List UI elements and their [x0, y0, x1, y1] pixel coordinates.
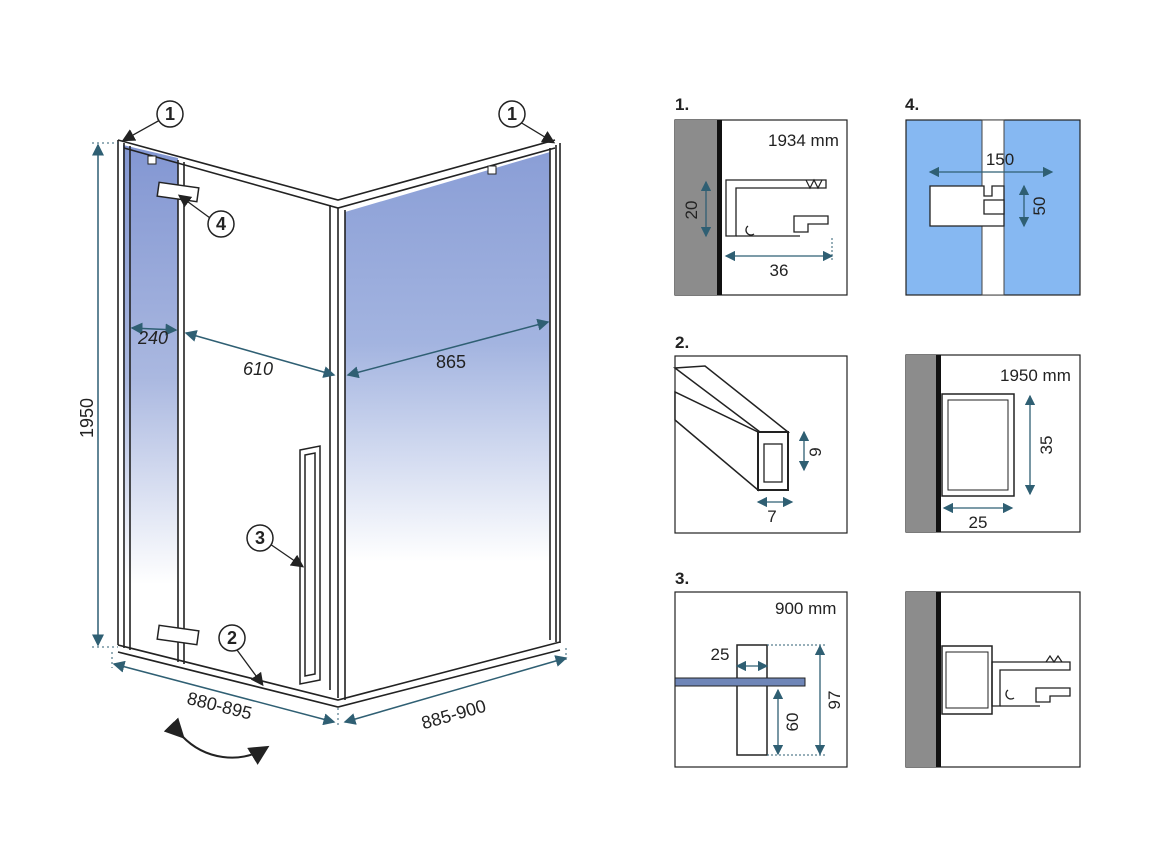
detail-5-length: 1950 mm — [1000, 366, 1071, 385]
svg-text:3: 3 — [255, 528, 265, 548]
detail-2-label: 2. — [675, 333, 689, 352]
side-panel-glass — [345, 152, 550, 698]
dim-door: 610 — [243, 359, 273, 379]
detail-2-dim-v: 9 — [806, 447, 825, 456]
detail-3-length: 900 mm — [775, 599, 836, 618]
detail-3-dim-top: 25 — [711, 645, 730, 664]
dim-side: 865 — [436, 352, 466, 372]
detail-5-dim-v: 35 — [1037, 436, 1056, 455]
detail-1-dim-v: 20 — [682, 201, 701, 220]
detail-3-dim-mid: 60 — [783, 713, 802, 732]
detail-1-length: 1934 mm — [768, 131, 839, 150]
detail-4-dim-w: 150 — [986, 150, 1014, 169]
door-handle — [299, 445, 321, 685]
callout-1-right: 1 — [498, 100, 556, 144]
detail-2-dim-h: 7 — [767, 507, 776, 526]
detail-2-bar-profile: 2. 9 7 — [672, 333, 848, 534]
callout-3: 3 — [246, 524, 305, 568]
detail-1-wall-profile: 1. 1934 mm 20 36 — [674, 95, 848, 296]
detail-5-dim-h: 25 — [969, 513, 988, 532]
detail-1-dim-h: 36 — [770, 261, 789, 280]
callout-1-left: 1 — [121, 100, 184, 142]
detail-5-wall-profile: 1950 mm 35 25 — [905, 354, 1081, 533]
detail-4-dim-h: 50 — [1030, 197, 1049, 216]
detail-4-label: 4. — [905, 95, 919, 114]
glass-section — [674, 677, 806, 687]
detail-4-hinge-section: 4. 150 50 — [905, 95, 1081, 296]
enclosure-main-view: 1950 240 610 865 880-895 885-900 1 1 2 3 — [77, 100, 568, 765]
bottom-hinge — [156, 624, 200, 646]
detail-3-dim-full: 97 — [825, 691, 844, 710]
svg-text:1: 1 — [165, 104, 175, 124]
left-fixed-glass — [123, 145, 178, 662]
dim-bottom-right: 885-900 — [419, 696, 488, 733]
detail-1-label: 1. — [675, 95, 689, 114]
svg-text:1: 1 — [507, 104, 517, 124]
dim-height: 1950 — [77, 398, 97, 438]
detail-3-label: 3. — [675, 569, 689, 588]
svg-text:2: 2 — [227, 628, 237, 648]
door-swing-arrow — [163, 717, 270, 765]
dim-bottom-left: 880-895 — [185, 688, 254, 723]
svg-text:4: 4 — [216, 214, 226, 234]
detail-6-wall-profile — [905, 591, 1081, 768]
callout-2: 2 — [218, 624, 264, 687]
dim-left-panel: 240 — [137, 328, 168, 348]
detail-3-handle-section: 3. 900 mm 25 60 97 — [674, 569, 848, 768]
callout-4: 4 — [177, 194, 235, 238]
